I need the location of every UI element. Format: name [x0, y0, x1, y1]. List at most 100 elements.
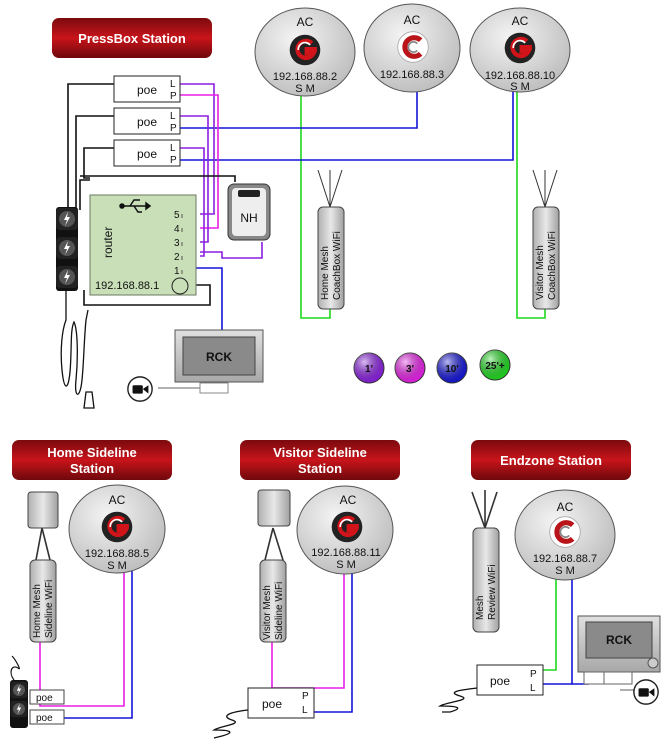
rck-port — [603, 671, 633, 685]
cable-legend-label: 3' — [406, 364, 414, 375]
power-strip-pressbox — [56, 207, 78, 291]
station-banner-visitor — [240, 440, 400, 480]
poe-port-l: L — [170, 111, 176, 122]
poe-port-l: L — [170, 143, 176, 154]
power-cord-coil-endzone — [437, 687, 478, 713]
rck-endzone: RCK — [577, 615, 661, 685]
mesh-home-coachbox: Home Mesh CoachBox WiFi — [317, 169, 345, 310]
cable-endzone-blue — [543, 578, 573, 685]
mesh-review: Mesh Review WiFi — [472, 527, 500, 633]
ac-ports: S M — [295, 83, 315, 95]
usb-icon — [119, 199, 152, 213]
cable-legend-25ft: 25'+ — [479, 349, 511, 381]
ac-ports: S M — [510, 81, 530, 93]
camera-icon — [633, 679, 659, 705]
ac-ip: 192.168.88.3 — [380, 69, 444, 81]
mesh-label-line2: CoachBox WiFi — [332, 231, 343, 300]
station-title-home-line1: Home Sideline — [47, 445, 137, 460]
cable-endzone-green — [543, 578, 557, 671]
outlet-icon — [56, 237, 78, 259]
cable-ac2-blue — [180, 92, 418, 129]
power-poe1 — [67, 83, 114, 215]
mesh-label-line1: Mesh — [475, 596, 486, 620]
cable-poe1-l — [180, 83, 215, 215]
poe-port-p: P — [302, 691, 309, 702]
cable-visitor-blue — [314, 568, 353, 713]
logo-icon — [550, 517, 581, 548]
cable-legend-3ft: 3' — [394, 352, 426, 384]
poe-port-l: L — [170, 79, 176, 90]
logo-icon — [332, 512, 363, 543]
ac-ip: 192.168.88.7 — [533, 553, 597, 565]
outlet-icon — [56, 208, 78, 230]
cable-ac3-blue — [180, 92, 514, 161]
visitor-sideline-panel — [257, 489, 291, 527]
power-poe3 — [83, 147, 114, 179]
mesh-label-line1: Home Mesh — [32, 584, 43, 638]
ac-label: AC — [557, 500, 574, 514]
cable-legend-label: 1' — [365, 364, 373, 375]
mesh-label-line1: Visitor Mesh — [535, 245, 546, 300]
cable-home-magenta — [39, 565, 125, 707]
cable-legend-1ft: 1' — [353, 352, 385, 384]
cable-poe1-p — [180, 94, 219, 229]
ac-visitor: AC 192.168.88.11 S M — [296, 485, 394, 575]
ac-ip: 192.168.88.10 — [485, 70, 555, 82]
power-strip-home — [10, 655, 28, 728]
power-cord-coil-visitor — [211, 709, 249, 739]
station-title-visitor-line1: Visitor Sideline — [273, 445, 367, 460]
home-sideline-station: Home Sideline Station Home Mesh Sideline… — [10, 440, 172, 728]
poe-label: poe — [490, 674, 510, 688]
mesh-label-line1: Home Mesh — [320, 246, 331, 300]
cable-legend-10ft: 10' — [436, 352, 468, 384]
poe-injector-3: poe L P — [113, 139, 181, 167]
router-port-4: 4 — [174, 224, 180, 235]
home-sideline-panel — [27, 491, 59, 529]
poe-label: poe — [137, 83, 157, 97]
power-router — [79, 179, 90, 210]
cable-legend-label: 10' — [445, 364, 459, 375]
station-title-visitor-line2: Station — [298, 461, 342, 476]
station-title-home-line2: Station — [70, 461, 114, 476]
ac-label: AC — [297, 15, 314, 29]
router-power-jack — [171, 277, 189, 295]
power-cord-coil-home — [10, 655, 20, 681]
mesh-label-line2: Sideline WiFi — [274, 582, 285, 640]
nh-label: NH — [240, 211, 257, 225]
poe-label: poe — [36, 713, 53, 724]
mesh-label-line2: Sideline WiFi — [44, 580, 55, 638]
router: router 5 4 3 2 1 192.168.88.1 — [89, 194, 197, 296]
rck-port — [199, 382, 229, 394]
poe-port-l: L — [302, 705, 308, 716]
poe-endzone: poe P L — [476, 664, 544, 696]
poe-home-small: poe poe — [29, 689, 65, 725]
mesh-label-line2: CoachBox WiFi — [547, 231, 558, 300]
poe-injector-1: poe L P — [113, 75, 181, 103]
ac-label: AC — [404, 13, 421, 27]
ac-ip: 192.168.88.5 — [85, 548, 149, 560]
poe-port-l: L — [530, 683, 536, 694]
power-poe2 — [75, 115, 114, 215]
power-cord-coil-pressbox — [60, 291, 95, 409]
poe-port-p: P — [170, 91, 177, 102]
router-port-5: 5 — [174, 210, 180, 221]
router-ip: 192.168.88.1 — [95, 280, 159, 292]
cable-rck-blue — [190, 267, 223, 330]
cable-poe3-l — [180, 147, 205, 257]
pressbox-station: PressBox Station — [52, 18, 212, 58]
power-router-2 — [83, 284, 211, 306]
station-banner-pressbox — [52, 18, 212, 58]
rck-pressbox: RCK — [174, 329, 264, 394]
poe-label: poe — [262, 697, 282, 711]
poe-label: poe — [137, 147, 157, 161]
ac-label: AC — [340, 493, 357, 507]
station-banner-endzone — [471, 440, 631, 480]
ac-ports: S M — [336, 559, 356, 571]
router-port-2: 2 — [174, 252, 180, 263]
outlet-icon — [56, 266, 78, 288]
mesh-label-line1: Visitor Mesh — [262, 585, 273, 640]
router-port-1: 1 — [174, 266, 180, 277]
cable-nh — [200, 242, 263, 259]
poe-label: poe — [137, 115, 157, 129]
